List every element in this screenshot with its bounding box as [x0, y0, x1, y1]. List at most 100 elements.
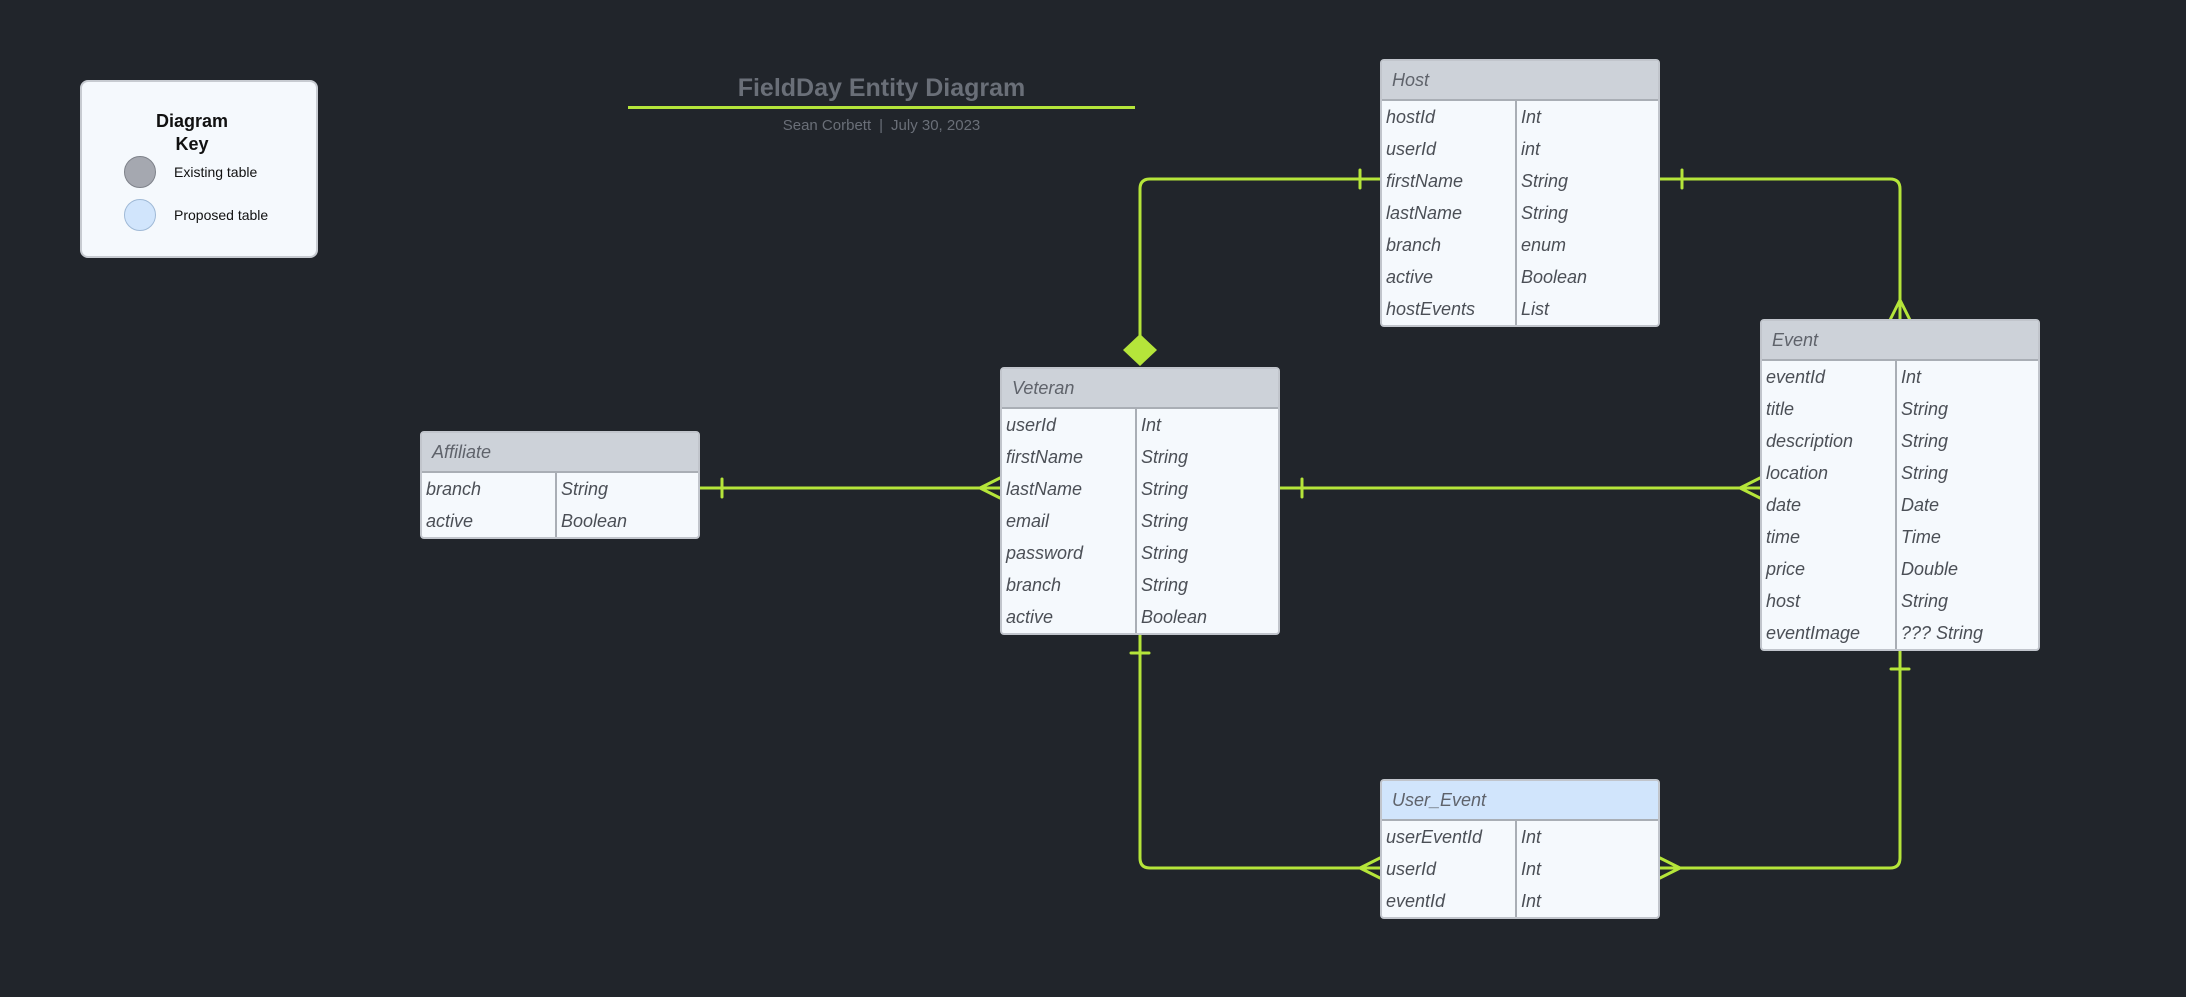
entity-header: Affiliate	[422, 433, 698, 473]
field-type: Double	[1901, 559, 1959, 579]
diagram-date: July 30, 2023	[891, 117, 981, 134]
existing-table-label: Existing table	[174, 164, 258, 180]
marker-veteran-event-many	[1738, 476, 1762, 500]
field-type: List	[1521, 299, 1550, 319]
entity-header: Event	[1762, 321, 2038, 361]
diagram-key: Diagram Key Existing table Proposed tabl…	[80, 80, 318, 258]
field-type: String	[1901, 591, 1949, 611]
field-name: eventId	[1382, 885, 1517, 917]
field-type: Int	[1521, 859, 1542, 879]
field-name: firstName	[1382, 165, 1517, 197]
field-name: location	[1762, 457, 1897, 489]
entity-header: Host	[1382, 61, 1658, 101]
field-name: branch	[422, 473, 557, 505]
subtitle-separator: |	[879, 117, 884, 134]
field-type: Boolean	[1141, 607, 1208, 627]
field-name: active	[1382, 261, 1517, 293]
field-type: String	[1521, 171, 1569, 191]
field-type: Int	[1521, 891, 1542, 911]
field-name: lastName	[1382, 197, 1517, 229]
proposed-table-swatch	[124, 199, 156, 231]
field-name: firstName	[1002, 441, 1137, 473]
field-name: userEventId	[1382, 821, 1517, 853]
field-name: eventId	[1762, 361, 1897, 393]
connector-host-event[interactable]	[1658, 177, 1902, 322]
connector-host-veteran[interactable]	[1138, 177, 1382, 342]
diagram-title-block: FieldDay Entity Diagram Sean Corbett | Jul…	[628, 70, 1135, 134]
field-name: description	[1762, 425, 1897, 457]
field-name: password	[1002, 537, 1137, 569]
field-type: String	[1141, 447, 1189, 467]
field-name: userId	[1382, 853, 1517, 885]
marker-host-veteran-diamond	[1123, 334, 1157, 366]
field-name: date	[1762, 489, 1897, 521]
field-type: Int	[1901, 367, 1922, 387]
existing-table-swatch	[124, 156, 156, 188]
key-title: Diagram Key	[155, 111, 229, 154]
diagram-title: FieldDay Entity Diagram	[737, 74, 1026, 102]
field-name: eventImage	[1762, 617, 1897, 649]
marker-host-event-many	[1888, 298, 1912, 322]
field-type: enum	[1521, 235, 1567, 255]
field-type: Int	[1521, 107, 1542, 127]
field-type: String	[1901, 463, 1949, 483]
field-name: hostId	[1382, 101, 1517, 133]
field-name: email	[1002, 505, 1137, 537]
field-type: Boolean	[561, 511, 628, 531]
field-name: title	[1762, 393, 1897, 425]
marker-affiliate-veteran-many	[978, 476, 1002, 500]
field-type: Int	[1521, 827, 1542, 847]
field-type: String	[1141, 479, 1189, 499]
field-type: int	[1521, 139, 1541, 159]
entity-header: User_Event	[1382, 781, 1658, 821]
field-name: branch	[1002, 569, 1137, 601]
field-name: lastName	[1002, 473, 1137, 505]
field-type: String	[1141, 511, 1189, 531]
connector-veteran-userevent[interactable]	[1138, 630, 1382, 870]
connector-event-userevent[interactable]	[1658, 646, 1902, 870]
marker-event-userevent-many	[1658, 856, 1682, 880]
marker-veteran-userevent-many	[1358, 856, 1382, 880]
field-type: String	[1141, 575, 1189, 595]
field-name: userId	[1002, 409, 1137, 441]
author-name: Sean Corbett	[782, 117, 872, 134]
table-row: eventImage??? String	[1762, 617, 2038, 649]
field-type: Time	[1901, 527, 1941, 547]
proposed-table-label: Proposed table	[174, 207, 269, 223]
field-name: active	[422, 505, 557, 537]
field-type: Boolean	[1521, 267, 1588, 287]
field-type: Date	[1901, 495, 1940, 515]
field-type: Int	[1141, 415, 1162, 435]
field-name: branch	[1382, 229, 1517, 261]
field-name: host	[1762, 585, 1897, 617]
field-name: hostEvents	[1382, 293, 1517, 325]
field-type: ??? String	[1901, 623, 1984, 643]
